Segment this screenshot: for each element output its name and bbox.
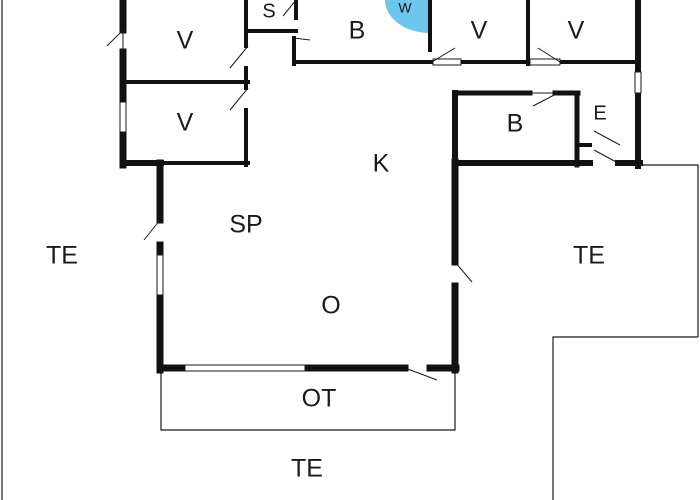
room-label-te-bottom: TE: [291, 455, 323, 483]
window: [119, 101, 127, 133]
room-label-k: K: [373, 150, 390, 178]
room-label-v2: V: [471, 17, 488, 45]
door-swing: [532, 92, 559, 107]
door-swing: [404, 367, 438, 381]
doors: [106, 0, 621, 381]
window: [184, 364, 306, 372]
room-label-sp: SP: [229, 211, 262, 239]
window: [634, 71, 642, 94]
room-label-o: O: [321, 292, 340, 320]
room-label-v4: V: [177, 109, 194, 137]
right-terrace-outline: [640, 164, 699, 337]
door-swing: [537, 47, 561, 63]
room-label-e: E: [593, 102, 606, 124]
window: [156, 254, 164, 296]
door-swing: [229, 45, 249, 69]
room-label-te-left: TE: [46, 242, 78, 270]
door-swing: [454, 261, 473, 283]
room-label-b1: B: [349, 17, 366, 45]
room-label-v1: V: [177, 27, 194, 55]
room-label-te-right: TE: [573, 242, 605, 270]
door-swing: [593, 149, 619, 164]
room-label-ot: OT: [302, 385, 337, 413]
door-swing: [431, 47, 456, 63]
walls: [119, 0, 643, 374]
right-terrace-step-outline: [552, 336, 698, 500]
door-swing: [293, 37, 311, 41]
room-label-b2: B: [507, 110, 524, 138]
room-label-v3: V: [568, 17, 585, 45]
windows: [119, 58, 642, 372]
room-labels: V S B W V V V B E K SP TE TE O OT TE: [46, 0, 607, 483]
covered-terrace-outline: [160, 370, 456, 431]
window: [529, 58, 561, 66]
door-swing: [282, 0, 297, 17]
room-label-w: W: [398, 0, 412, 16]
door-swing: [229, 87, 249, 111]
door-swing: [106, 29, 124, 47]
door-swing: [593, 130, 621, 146]
room-label-s: S: [262, 0, 275, 22]
door-swing: [143, 219, 161, 241]
shower-area: [385, 0, 430, 33]
window: [432, 58, 462, 66]
